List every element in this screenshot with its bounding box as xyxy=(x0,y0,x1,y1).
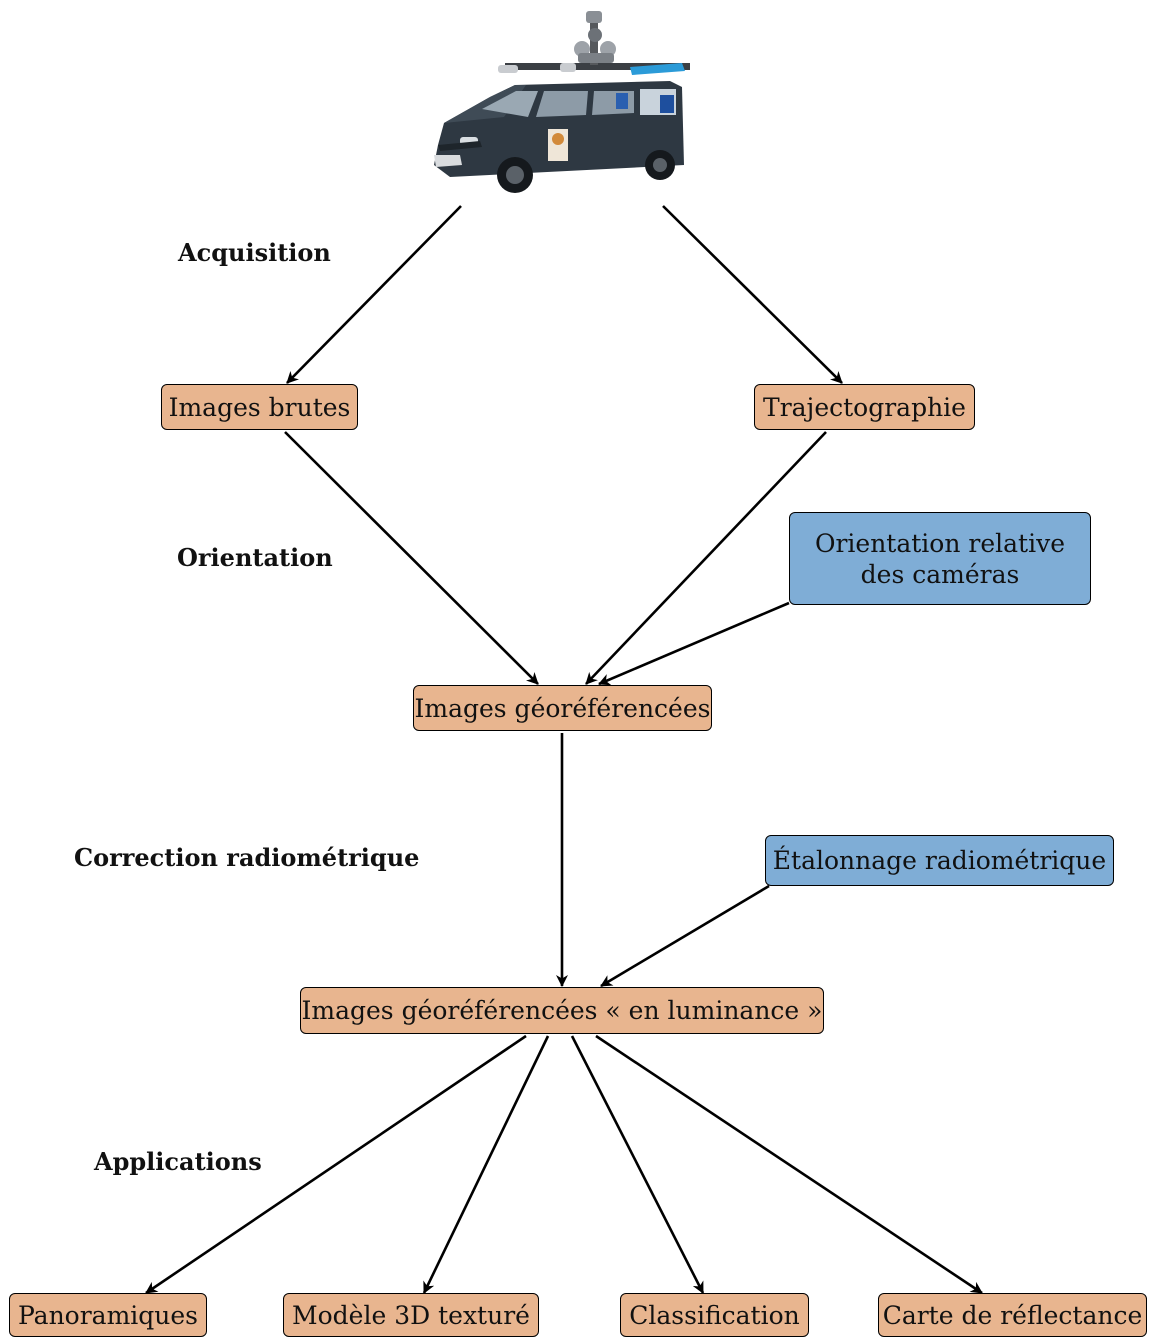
node-etalonnage-radiometrique: Étalonnage radiométrique xyxy=(765,835,1114,886)
arrow-images-brutes-to-georef xyxy=(284,431,539,685)
node-images-luminance: Images géoréférencées « en luminance » xyxy=(300,987,824,1034)
stage-label-acquisition: Acquisition xyxy=(178,238,331,267)
node-modele-3d-texture: Modèle 3D texturé xyxy=(283,1293,539,1337)
node-orientation-relative-line2: des caméras xyxy=(860,559,1020,589)
node-panoramiques: Panoramiques xyxy=(9,1293,207,1337)
stage-label-orientation: Orientation xyxy=(177,543,333,572)
arrow-orientation-to-georef xyxy=(598,601,790,686)
arrow-van-to-trajectographie xyxy=(662,205,843,384)
node-classification: Classification xyxy=(620,1293,809,1337)
arrow-luminance-to-carte xyxy=(595,1034,983,1295)
arrow-luminance-to-modele-3d xyxy=(422,1035,550,1294)
node-images-georeferencees: Images géoréférencées xyxy=(413,685,712,731)
arrow-etalonnage-to-luminance xyxy=(600,884,770,988)
survey-van-icon xyxy=(434,11,690,193)
node-orientation-relative: Orientation relative des caméras xyxy=(789,512,1091,605)
arrow-trajectographie-to-georef xyxy=(585,431,827,685)
stage-label-applications: Applications xyxy=(94,1147,262,1176)
node-orientation-relative-line1: Orientation relative xyxy=(814,528,1066,558)
node-carte-reflectance: Carte de réflectance xyxy=(878,1293,1147,1337)
arrow-luminance-to-panoramiques xyxy=(145,1034,527,1295)
stage-label-correction: Correction radiométrique xyxy=(74,843,420,872)
arrow-luminance-to-classification xyxy=(570,1035,705,1294)
node-images-brutes: Images brutes xyxy=(161,384,358,430)
arrow-van-to-images-brutes xyxy=(286,205,462,384)
node-trajectographie: Trajectographie xyxy=(754,384,975,430)
